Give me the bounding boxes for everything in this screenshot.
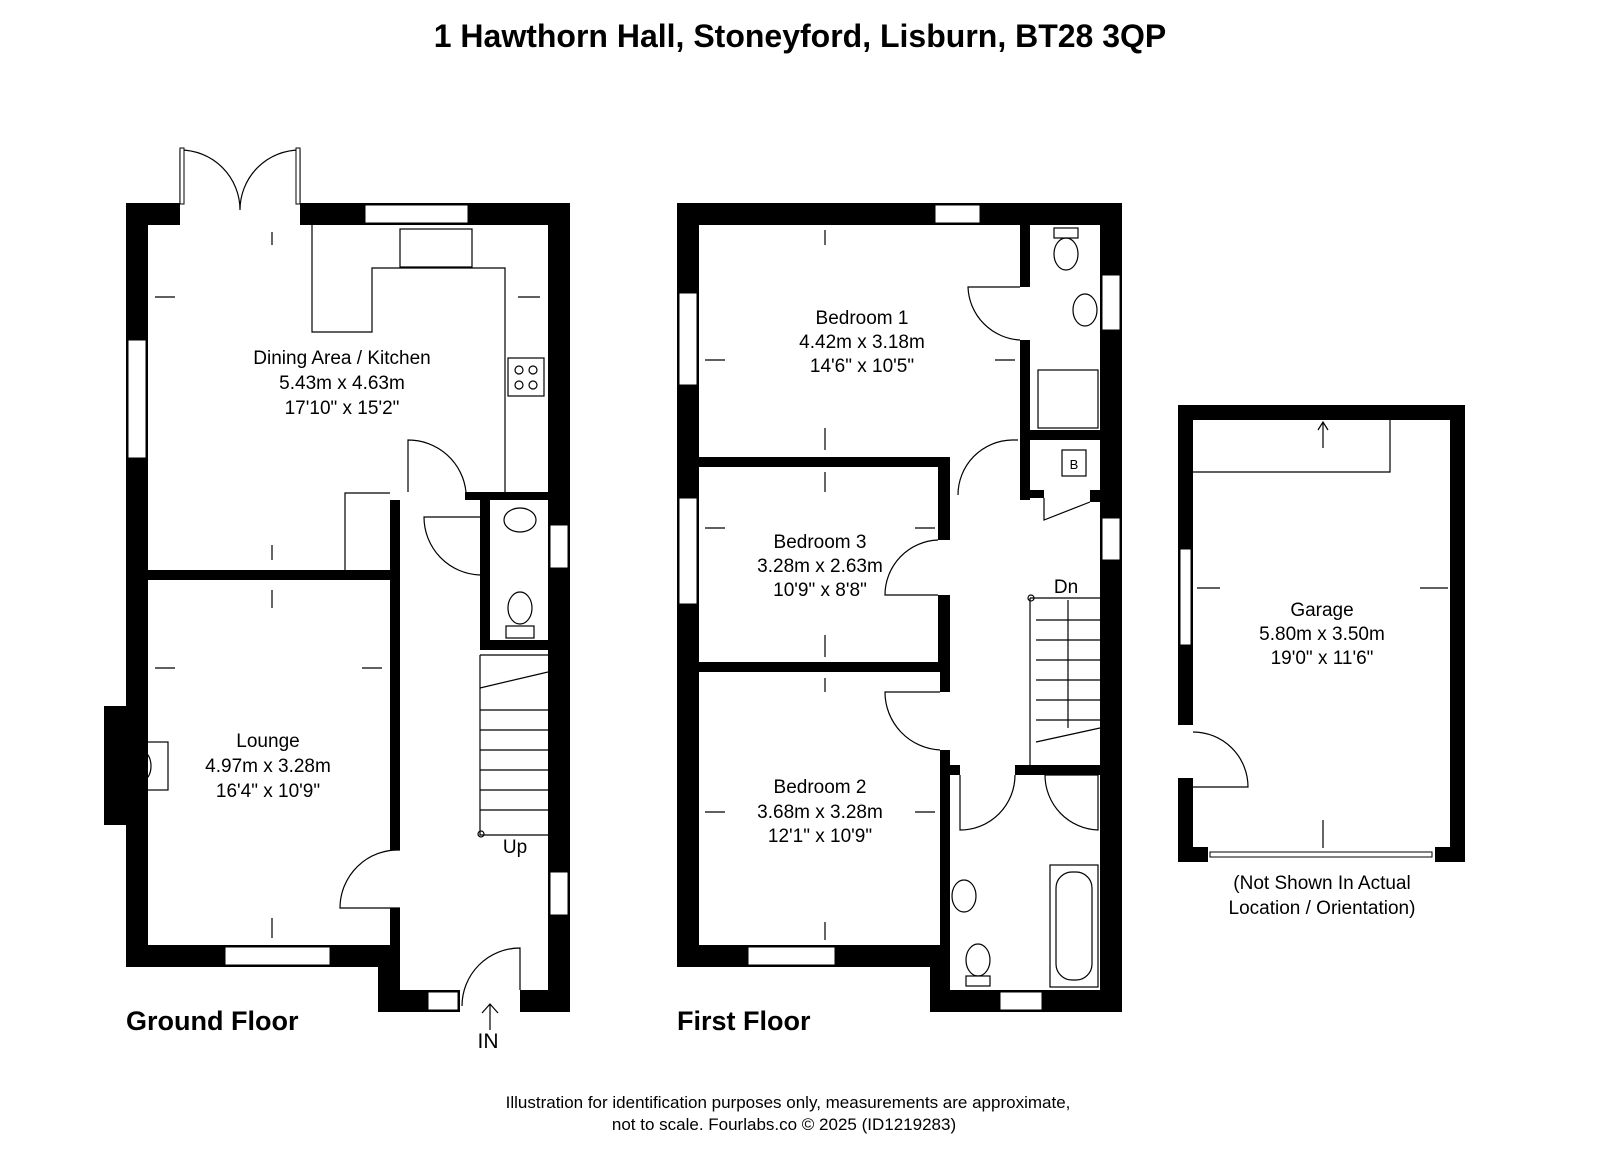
room-name: Bedroom 2 xyxy=(774,777,867,798)
window xyxy=(224,946,331,966)
stair-down-label: Dn xyxy=(1054,577,1078,598)
window xyxy=(127,339,147,459)
stair-up-label: Up xyxy=(503,837,527,858)
room-name: Garage xyxy=(1290,600,1353,621)
room-metric: 3.28m x 2.63m xyxy=(757,556,883,577)
room-metric: 4.97m x 3.28m xyxy=(205,756,331,777)
disclaimer: not to scale. Fourlabs.co © 2025 (ID1219… xyxy=(612,1115,956,1134)
french-doors xyxy=(179,149,301,211)
window xyxy=(549,524,569,569)
room-name: Bedroom 3 xyxy=(774,532,867,553)
ground-floor-plan: Up IN Dining Area / Kitchen 5.43m x 4.63… xyxy=(104,147,570,1053)
room-imperial: 19'0" x 11'6" xyxy=(1271,648,1374,669)
room-name: Dining Area / Kitchen xyxy=(253,348,430,369)
room-imperial: 17'10" x 15'2" xyxy=(285,398,400,419)
disclaimer: Illustration for identification purposes… xyxy=(506,1093,1071,1112)
boiler-label: B xyxy=(1070,457,1079,472)
first-floor-label: First Floor xyxy=(677,1006,811,1036)
room-metric: 5.80m x 3.50m xyxy=(1259,624,1385,645)
room-name: Lounge xyxy=(236,731,299,752)
lounge-door xyxy=(339,849,401,909)
room-name: Bedroom 1 xyxy=(816,308,909,329)
room-imperial: 14'6" x 10'5" xyxy=(810,356,914,377)
window xyxy=(364,204,469,224)
first-floor-plan: B Dn Bedroom 1 4.42m x 3.18m 14'6" x 10'… xyxy=(677,203,1122,1036)
garage-note: Location / Orientation) xyxy=(1229,898,1416,919)
staircase-down xyxy=(1027,594,1101,765)
staircase-up xyxy=(477,654,549,838)
room-imperial: 10'9" x 8'8" xyxy=(773,580,867,601)
room-imperial: 16'4" x 10'9" xyxy=(216,781,320,802)
room-imperial: 12'1" x 10'9" xyxy=(768,826,872,847)
ground-floor-label: Ground Floor xyxy=(126,1006,299,1036)
garage-door xyxy=(1209,851,1433,858)
wc-door xyxy=(423,516,481,576)
kitchen-door xyxy=(407,439,467,493)
page-title: 1 Hawthorn Hall, Stoneyford, Lisburn, BT… xyxy=(434,18,1167,54)
room-metric: 5.43m x 4.63m xyxy=(279,373,405,394)
chimney-breast xyxy=(104,706,134,825)
room-metric: 3.68m x 3.28m xyxy=(757,802,883,823)
window xyxy=(549,871,569,916)
entrance-label: IN xyxy=(478,1030,499,1053)
entrance-arrow-icon xyxy=(481,1003,499,1030)
garage-plan: Garage 5.80m x 3.50m 19'0" x 11'6" (Not … xyxy=(1178,405,1465,919)
room-metric: 4.42m x 3.18m xyxy=(799,332,925,353)
garage-note: (Not Shown In Actual xyxy=(1233,873,1410,894)
front-door xyxy=(461,947,521,1007)
